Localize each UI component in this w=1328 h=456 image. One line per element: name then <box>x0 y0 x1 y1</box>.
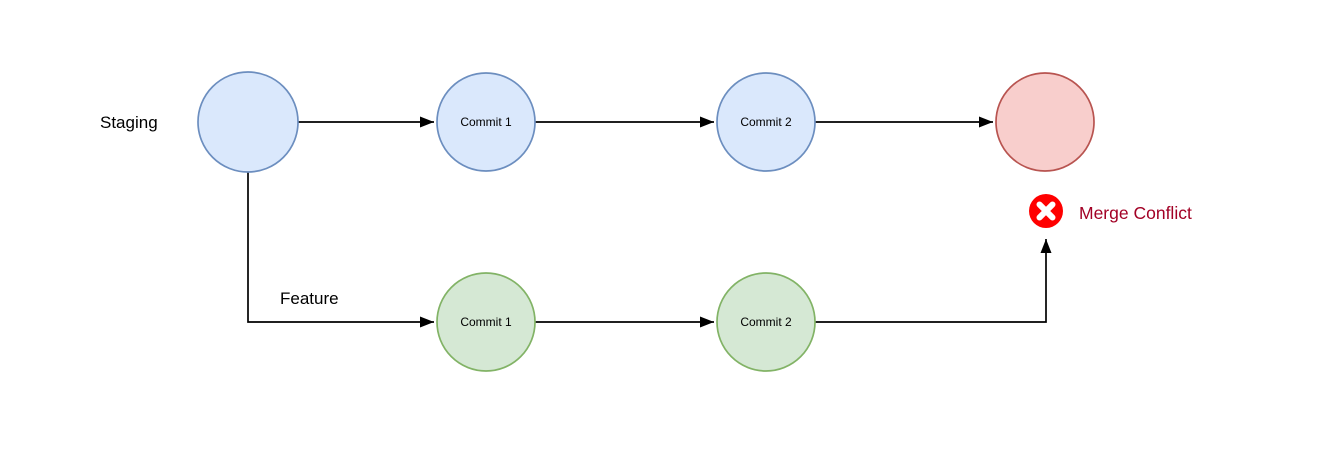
error-x-icon <box>1029 194 1063 228</box>
staging-commit2-label: Commit 2 <box>740 115 792 129</box>
node-staging-commit2 <box>716 72 816 172</box>
node-feature-commit1 <box>436 272 536 372</box>
connectors <box>247 116 1052 328</box>
error-icon-cross <box>1036 201 1056 221</box>
feature-commit2-label: Commit 2 <box>740 315 792 329</box>
node-feature-commit2 <box>716 272 816 372</box>
node-staging-commit1 <box>436 72 536 172</box>
node-merge-target <box>995 72 1095 172</box>
feature-branch-label: Feature <box>280 289 339 308</box>
edge-feature-commit2-to-conflict <box>815 239 1052 323</box>
staging-commit1-label: Commit 1 <box>460 115 512 129</box>
edge-branch-to-feature-commit1 <box>247 172 434 328</box>
node-staging-root <box>197 71 299 173</box>
staging-branch-label: Staging <box>100 113 158 132</box>
merge-conflict-label: Merge Conflict <box>1079 203 1192 223</box>
feature-commit1-label: Commit 1 <box>460 315 512 329</box>
